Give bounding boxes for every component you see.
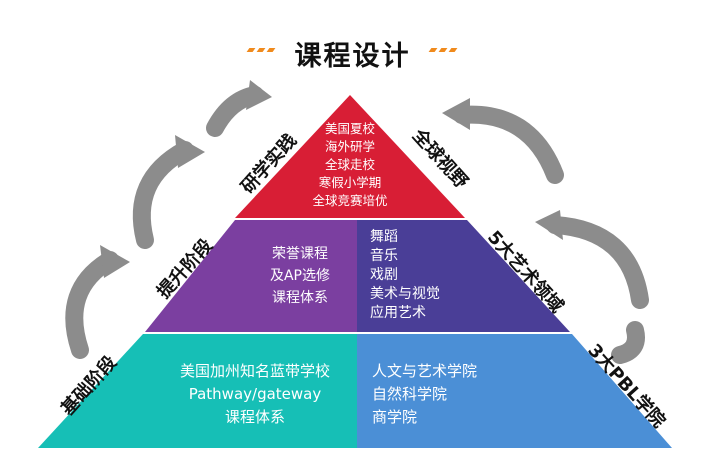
left-arrow-2-icon (132, 141, 194, 249)
top-line: 全球走校 (324, 157, 375, 172)
bottom-right-line: 商学院 (372, 408, 418, 426)
top-line: 美国夏校 (324, 121, 375, 136)
top-level-text: 美国夏校 海外研学 全球走校 寒假小学期 全球竞赛培优 (300, 120, 400, 210)
middle-right-line: 应用艺术 (370, 305, 426, 321)
bottom-right-line: 人文与艺术学院 (372, 362, 478, 380)
middle-right-line: 音乐 (370, 248, 398, 264)
bottom-left-text: 美国加州知名蓝带学校 Pathway/gateway 课程体系 (160, 360, 350, 429)
middle-left-line: 课程体系 (272, 290, 328, 306)
middle-right-text: 舞蹈 音乐 戏剧 美术与视觉 应用艺术 (370, 228, 470, 323)
bottom-left-line: 课程体系 (224, 408, 285, 426)
page-title: 课程设计 (294, 41, 411, 72)
right-curved-arrows (453, 105, 649, 364)
middle-right-line: 舞蹈 (370, 229, 398, 245)
pyramid-middle-right (357, 220, 570, 332)
pyramid-bottom-right (357, 334, 672, 448)
middle-left-line: 及AP选修 (269, 268, 331, 284)
right-arrow-2-icon (546, 216, 649, 309)
left-arrow-1-icon (65, 251, 119, 359)
pyramid-middle-left (145, 220, 357, 332)
middle-right-line: 美术与视觉 (370, 286, 440, 302)
right-arrow-1-icon (453, 105, 564, 184)
right-arrow-3-icon (611, 321, 645, 364)
top-line: 寒假小学期 (318, 175, 382, 190)
middle-left-text: 荣誉课程 及AP选修 课程体系 (255, 243, 345, 309)
middle-left-line: 荣誉课程 (272, 246, 328, 262)
bottom-right-line: 自然科学院 (372, 385, 448, 403)
pyramid-bottom-left (38, 334, 357, 448)
bottom-left-line: 美国加州知名蓝带学校 (179, 362, 330, 380)
pyramid-top (235, 95, 465, 218)
top-line: 海外研学 (324, 139, 375, 154)
bottom-left-line: Pathway/gateway (188, 385, 322, 403)
top-line: 全球竞赛培优 (312, 193, 388, 208)
bottom-right-text: 人文与艺术学院 自然科学院 商学院 (372, 360, 522, 429)
middle-right-line: 戏剧 (370, 267, 398, 283)
